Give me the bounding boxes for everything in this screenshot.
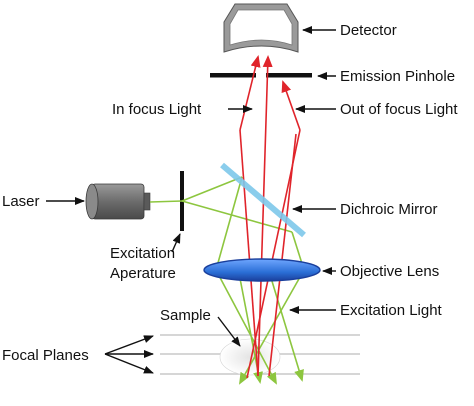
objective-lens xyxy=(203,258,321,282)
emission-pinhole-right xyxy=(266,73,312,78)
laser-label: Laser xyxy=(2,193,40,210)
focal-planes-label: Focal Planes xyxy=(2,347,89,364)
excitation-light-label: Excitation Light xyxy=(340,302,443,319)
emission-pinhole-label: Emission Pinhole xyxy=(340,68,455,85)
dichroic-mirror-label: Dichroic Mirror xyxy=(340,201,438,218)
laser-icon xyxy=(85,183,151,220)
focal-planes-pointer-3 xyxy=(104,353,154,374)
emission-pinhole-left xyxy=(210,73,256,78)
sample-specimen xyxy=(219,338,281,376)
dichroic-mirror xyxy=(220,162,306,238)
sample-label: Sample xyxy=(160,307,211,324)
excitation-aperature-pointer xyxy=(171,233,181,253)
detector-window xyxy=(229,9,293,46)
out-of-focus-light-label: Out of focus Light xyxy=(340,101,458,118)
objective-lens-label: Objective Lens xyxy=(340,263,439,280)
focal-planes-pointer-1 xyxy=(104,335,154,355)
excitation-aperature-label-line2: Aperature xyxy=(110,265,176,282)
sample-pointer xyxy=(217,316,241,347)
detector-label: Detector xyxy=(340,22,397,39)
in-focus-light-label: In focus Light xyxy=(112,101,202,118)
excitation-aperature-label-line1: Excitation xyxy=(110,245,175,262)
annotation-arrows xyxy=(46,26,336,374)
emission-light-beams xyxy=(239,55,301,379)
